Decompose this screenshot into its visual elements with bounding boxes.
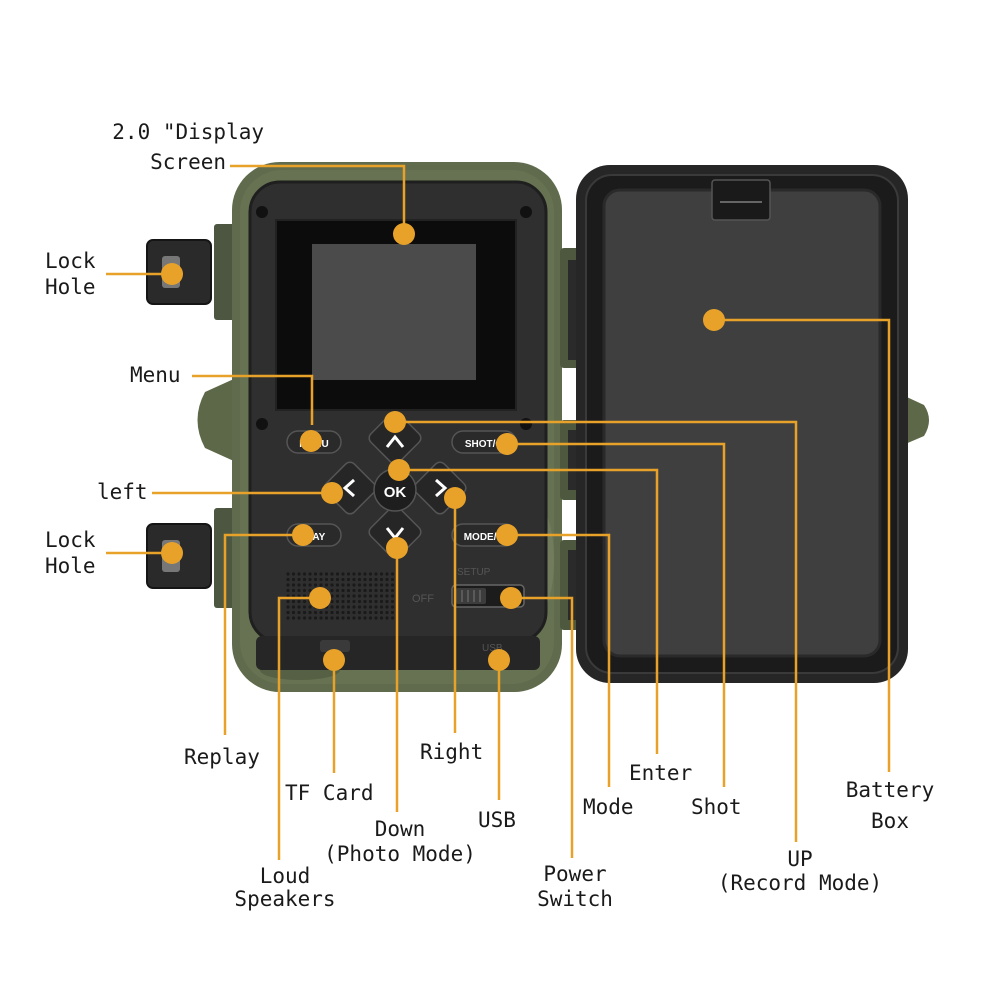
dot-enter xyxy=(388,459,410,481)
label-loud-speakers-line2: Speakers xyxy=(234,887,336,911)
button-shot-label: SHOT/O xyxy=(465,439,504,450)
leader-up xyxy=(395,420,798,842)
dot-replay xyxy=(292,524,314,546)
label-usb: USB xyxy=(478,808,516,832)
label-left: left xyxy=(97,480,148,504)
label-power-switch-line1: Power xyxy=(543,862,607,886)
dot-left xyxy=(321,482,343,504)
label-lock-hole-bottom-line1: Lock xyxy=(45,528,96,552)
label-lock-hole-bottom-line2: Hole xyxy=(45,554,96,578)
dot-shot xyxy=(496,433,518,455)
label-right: Right xyxy=(420,740,484,764)
label-up-line2: (Record Mode) xyxy=(717,871,883,895)
switch-off-label: OFF xyxy=(412,593,434,605)
leader-menu xyxy=(192,374,314,425)
leader-replay xyxy=(223,533,303,735)
button-mode-label: MODE/O xyxy=(464,532,505,543)
switch-setup-label: SETUP xyxy=(457,567,491,578)
label-power-switch-line2: Switch xyxy=(537,887,613,911)
dot-right xyxy=(444,487,466,509)
button-up[interactable] xyxy=(367,410,424,467)
label-enter: Enter xyxy=(629,761,693,785)
leader-display xyxy=(230,164,406,233)
label-display-line1: 2.0 "Display xyxy=(112,120,264,144)
usb-port-label: USB xyxy=(482,643,503,654)
label-tf-card: TF Card xyxy=(285,781,374,805)
callout-lines xyxy=(106,164,891,860)
dot-lock-top xyxy=(161,263,183,285)
dot-battery-box xyxy=(703,309,725,331)
dot-usb xyxy=(488,649,510,671)
label-mode: Mode xyxy=(583,795,634,819)
display-screen xyxy=(275,219,517,411)
button-replay-label: R AY xyxy=(303,532,326,543)
leader-mode xyxy=(507,533,611,787)
button-ok[interactable]: OK xyxy=(373,468,417,512)
leader-shot xyxy=(507,442,726,787)
lock-latch-top-bracket xyxy=(214,224,236,320)
label-up-line1: UP xyxy=(787,847,813,871)
dot-power-switch xyxy=(500,587,522,609)
tf-card-slot xyxy=(320,640,350,652)
label-down-line1: Down xyxy=(374,817,426,841)
label-display-line2: Screen xyxy=(150,150,226,174)
button-down[interactable] xyxy=(367,504,424,561)
dot-display xyxy=(393,223,415,245)
leader-power-switch xyxy=(511,596,574,858)
button-ok-label: OK xyxy=(384,484,407,501)
dot-mode xyxy=(496,524,518,546)
label-battery-box-line1: Battery xyxy=(845,778,935,802)
leader-enter xyxy=(399,468,659,754)
label-shot: Shot xyxy=(691,795,742,819)
dot-tf-card xyxy=(323,649,345,671)
label-loud-speakers-line1: Loud xyxy=(259,864,311,888)
label-menu: Menu xyxy=(130,363,181,387)
leader-loud-speakers xyxy=(277,596,320,860)
dot-lock-bottom xyxy=(161,542,183,564)
callout-dots xyxy=(161,223,725,671)
dot-down xyxy=(386,537,408,559)
dot-up xyxy=(384,411,406,433)
mount-ear-left xyxy=(197,378,236,462)
label-down-line2: (Photo Mode) xyxy=(324,842,476,866)
label-replay: Replay xyxy=(184,745,260,769)
label-lock-hole-top-line2: Hole xyxy=(45,275,96,299)
dot-loud-speakers xyxy=(309,587,331,609)
dot-menu xyxy=(300,430,322,452)
label-lock-hole-top-line1: Lock xyxy=(45,249,96,273)
battery-door xyxy=(576,165,929,683)
label-battery-box-line2: Box xyxy=(871,809,909,833)
leader-battery-box xyxy=(714,318,891,772)
